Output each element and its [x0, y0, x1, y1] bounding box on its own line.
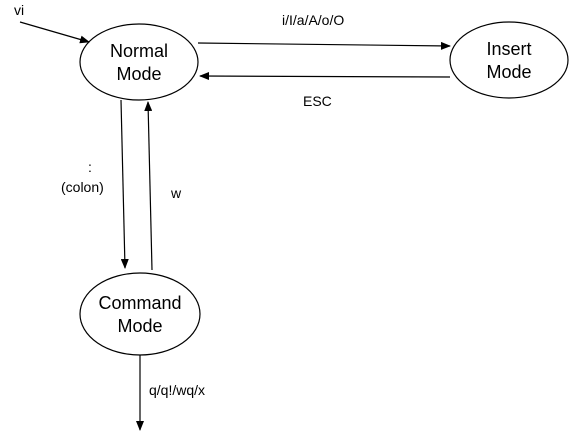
insert-to-normal-label: ESC [303, 93, 332, 109]
normal-to-command-label: (colon) [61, 179, 104, 195]
normal-to-insert-label: i/I/a/A/o/O [282, 12, 344, 28]
exit-label: q/q!/wq/x [149, 382, 205, 398]
command-to-normal-arrow [144, 101, 153, 271]
normal-mode-label-line2: Mode [116, 64, 161, 84]
normal-mode-node [79, 23, 199, 101]
command-mode-label-line2: Mode [117, 316, 162, 336]
normal-to-command-symbol: : [88, 159, 92, 175]
normal-mode-label-line1: Normal [110, 41, 168, 61]
insert-to-normal-arrow [199, 72, 451, 81]
command-mode-node [79, 272, 201, 356]
entry-label: vi [14, 2, 24, 18]
insert-mode-label-line1: Insert [486, 39, 531, 59]
command-to-normal-label: w [170, 185, 182, 201]
entry-arrow [19, 21, 90, 44]
normal-to-command-arrow [120, 99, 129, 269]
normal-to-insert-arrow [197, 41, 451, 50]
command-mode-label-line1: Command [98, 293, 181, 313]
insert-mode-node [449, 21, 569, 99]
insert-mode-label-line2: Mode [486, 62, 531, 82]
